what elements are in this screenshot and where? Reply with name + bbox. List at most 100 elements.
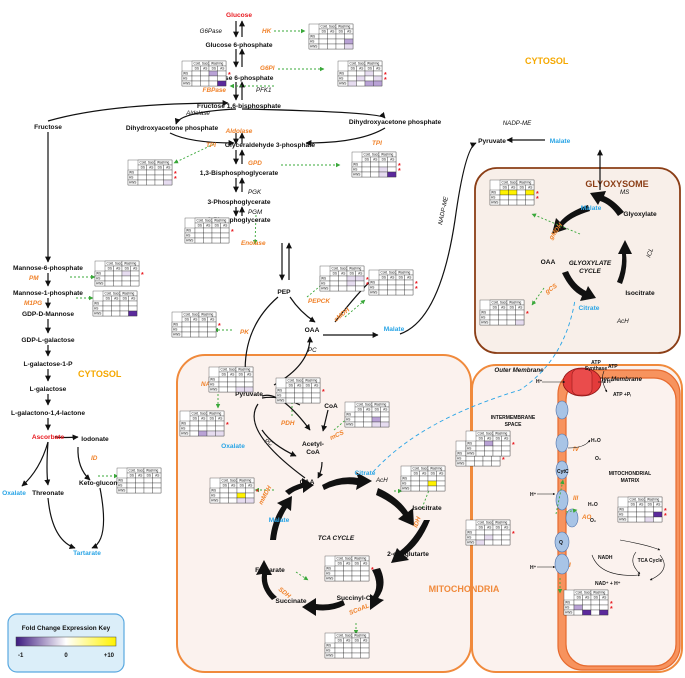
table-row-label: HWS [565, 611, 572, 615]
table-row-label: WS [565, 601, 570, 605]
significance-star: * [610, 606, 613, 613]
table-header-cold: Cold. Sacc. [364, 153, 380, 157]
enzyme-ao: AO [581, 514, 591, 521]
intermembrane-label-2: SPACE [505, 422, 523, 428]
table-row-label: WS [186, 229, 191, 233]
table-row-label: HS [94, 307, 98, 311]
cytosol-label-top: CYTOSOL [525, 56, 569, 66]
met-m6p: Mannose-6-phosphate [13, 265, 83, 272]
table-col-label: DS [240, 484, 244, 488]
significance-star: * [610, 601, 613, 608]
table-col-label: AS [218, 417, 222, 421]
met-coa: CoA [324, 403, 338, 410]
table-col-label: DS [289, 384, 293, 388]
table-row-label: HWS [211, 499, 218, 503]
table-row-label: HWS [321, 287, 328, 291]
enzyme-pdh: PDH [281, 420, 295, 427]
table-col-label: DS [493, 306, 497, 310]
table-col-label: AS [297, 384, 301, 388]
table-row-label: HS [491, 196, 495, 200]
table-header-washing: Washing [354, 634, 367, 638]
table-header-washing: Washing [201, 313, 214, 317]
table-col-label: DS [510, 306, 514, 310]
enzyme-gpd: GPD [248, 160, 262, 167]
table-col-label: AS [203, 67, 207, 71]
table-header-cold: Cold. Sacc. [192, 412, 208, 416]
table-row-label: WS [326, 644, 331, 648]
met-pyruvate-top: Pyruvate [478, 138, 506, 145]
table-header-cold: Cold. Sacc. [184, 313, 200, 317]
significance-star: * [256, 489, 259, 496]
table-col-label: AS [511, 186, 515, 190]
met-acetyl-coa-1: Acetyl- [302, 441, 324, 448]
met-keto-gluconate: Keto-gluconate [79, 480, 127, 487]
nad-label: NAD⁺ + H⁺ [595, 581, 621, 587]
table-row-label: HWS [326, 654, 333, 658]
table-col-label: AS [193, 318, 197, 322]
table-col-label: AS [407, 276, 411, 280]
table-col-label: AS [376, 67, 380, 71]
table-col-label: DS [106, 297, 110, 301]
table-header-cold: Cold. Sacc. [337, 557, 353, 561]
table-col-label: AS [585, 596, 589, 600]
enzyme-pfk1: PFK1 [256, 87, 271, 94]
mitochondria-label: MITOCHONDRIA [429, 584, 500, 594]
inner-membrane-label: Inner Membrane [594, 376, 642, 383]
table-header-washing: Washing [367, 62, 380, 66]
table-header-washing: Washing [338, 25, 351, 29]
table-col-label: AS [206, 224, 210, 228]
table-header-washing: Washing [239, 479, 252, 483]
pathway-arrows [21, 20, 603, 550]
table-col-label: DS [322, 30, 326, 34]
enzyme-i: I [569, 562, 571, 569]
table-col-label: AS [230, 373, 234, 377]
met-f16bp: Fructose 1,6-bisphosphate [197, 103, 281, 110]
table-header-cold: Cold. Sacc. [357, 403, 373, 407]
table-col-label: DS [594, 596, 598, 600]
table-col-label: AS [248, 484, 252, 488]
table-header-cold: Cold. Sacc. [478, 432, 494, 436]
cytosol-label-left: CYTOSOL [78, 369, 122, 379]
met-malate-top: Malate [550, 138, 571, 145]
atp-synthase-label-1: ATP [591, 360, 601, 366]
table-col-label: AS [231, 484, 235, 488]
table-row-label: HS [118, 484, 122, 488]
table-row-label: HWS [481, 321, 488, 325]
significance-star: * [664, 508, 667, 515]
table-header-cold: Cold. Sacc. [221, 368, 237, 372]
h-plus-3: H⁺ [530, 492, 537, 498]
enzyme-pepck: PEPCK [308, 298, 330, 305]
nadh-label: NADH [598, 555, 613, 561]
table-col-label: AS [346, 639, 350, 643]
table-col-label: DS [195, 67, 199, 71]
met-tartarate: Tartarate [73, 550, 101, 557]
table-col-label: AS [220, 67, 224, 71]
table-row-label: HWS [619, 518, 626, 522]
table-col-label: AS [347, 30, 351, 34]
significance-star: * [536, 196, 539, 203]
table-col-label: DS [479, 526, 483, 530]
h-plus-4: H⁺ [530, 565, 537, 571]
atp-label: ATP [608, 364, 618, 370]
table-header-washing: Washing [495, 432, 508, 436]
table-header-washing: Washing [495, 521, 508, 525]
enzyme-id: ID [91, 455, 98, 462]
table-col-label: AS [373, 158, 377, 162]
table-col-label: AS [366, 408, 370, 412]
table-col-label: DS [338, 639, 342, 643]
table-col-label: DS [382, 158, 386, 162]
table-header-washing: Washing [349, 267, 362, 271]
table-col-label: DS [223, 484, 227, 488]
table-col-label: AS [504, 437, 508, 441]
met-g6p: Glucose 6-phosphate [205, 42, 272, 49]
met-f6p: Fructose 6-phosphate [205, 75, 274, 82]
table-col-label: DS [520, 186, 524, 190]
